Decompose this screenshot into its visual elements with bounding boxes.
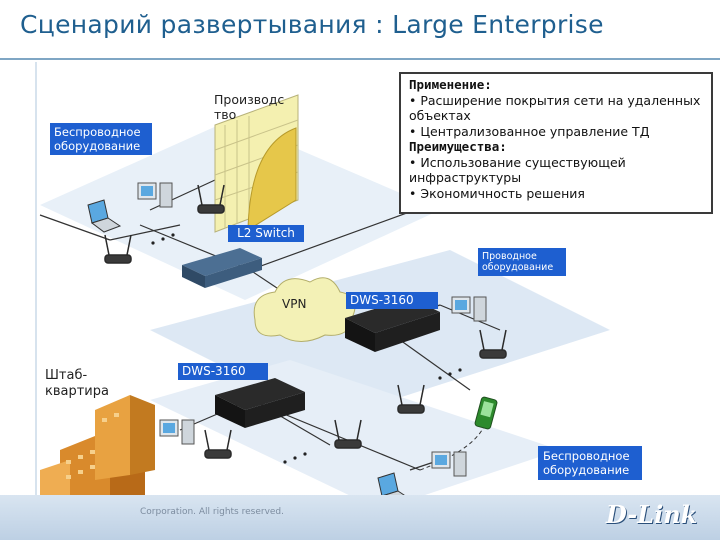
pc-top [137, 182, 173, 208]
laptop-top [87, 199, 122, 233]
ap-3 [479, 329, 507, 359]
dlink-logo: D-Link [606, 500, 698, 529]
info-box: Применение: • Расширение покрытия сети н… [399, 72, 713, 214]
ap-2 [197, 184, 225, 214]
label-wireless-top: Беспроводное оборудование [50, 123, 152, 155]
ap-6 [204, 429, 232, 459]
application-heading: Применение: [409, 77, 492, 92]
dws-3160-left-device [215, 378, 305, 428]
benefits-item: • Использование существующей инфраструкт… [409, 154, 626, 186]
label-hq: Штаб-квартира [45, 368, 109, 399]
slide-title: Сценарий развертывания : Large Enterpris… [20, 10, 604, 39]
copyright-text: Corporation. All rights reserved. [140, 507, 285, 517]
pda-device [474, 396, 498, 430]
pc-hq [159, 419, 195, 445]
label-factory: Производс тво [214, 92, 285, 122]
benefits-heading: Преимущества: [409, 139, 507, 154]
pc-wired [451, 296, 487, 322]
left-accent-bar [35, 62, 37, 502]
access-points [104, 184, 507, 459]
label-wireless-bottom: Беспроводное оборудование [538, 446, 642, 480]
label-wired: Проводное оборудование [478, 248, 566, 276]
pc-bottom-right [431, 451, 467, 477]
application-item: • Централизованное управление ТД [409, 123, 650, 139]
benefits-item: • Экономичность решения [409, 185, 585, 201]
ap-1 [104, 234, 132, 264]
label-dws-right: DWS-3160 [346, 292, 438, 309]
application-item: • Расширение покрытия сети на удаленных … [409, 92, 701, 124]
link-dots [151, 233, 462, 464]
ap-4 [397, 384, 425, 414]
label-vpn: VPN [282, 297, 307, 311]
factory-building [214, 94, 299, 233]
floor-bottom [150, 360, 560, 510]
ap-5 [334, 419, 362, 449]
label-dws-left: DWS-3160 [178, 363, 268, 380]
l2-switch-device [182, 248, 262, 288]
footer-band [0, 495, 720, 540]
label-l2-switch: L2 Switch [228, 225, 304, 242]
title-rule [0, 58, 720, 60]
